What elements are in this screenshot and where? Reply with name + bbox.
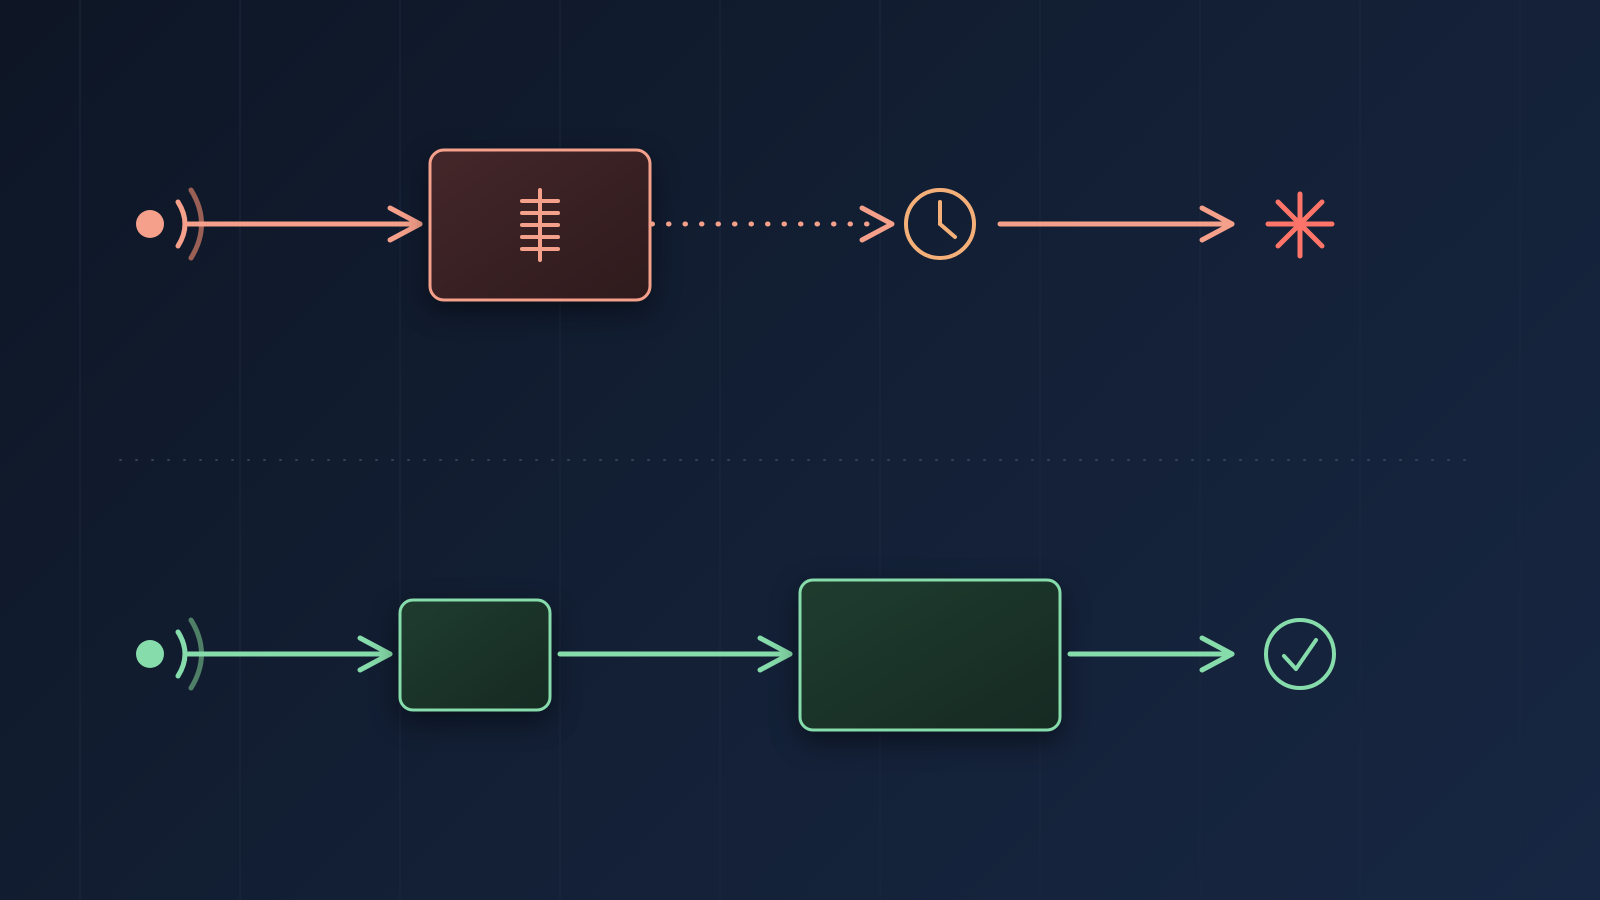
background-gridlines [79,0,1521,900]
success-edge-small-to-large-box [557,635,793,673]
success-edge-large-box-to-end [1067,635,1235,673]
asterisk-icon [1265,191,1335,259]
failure-edge-source-to-process [185,205,423,243]
comb-icon [520,188,560,262]
success-large-process-box [798,578,1062,732]
clock-icon [904,188,976,260]
success-small-process-box [398,598,552,712]
success-edge-source-to-small-box [185,635,393,673]
success-flow [136,578,1336,732]
checkmark-icon [1264,618,1336,690]
failure-edge-wait-to-error [997,205,1235,243]
failure-flow [136,148,1335,302]
failure-edge-process-to-wait [649,205,895,243]
